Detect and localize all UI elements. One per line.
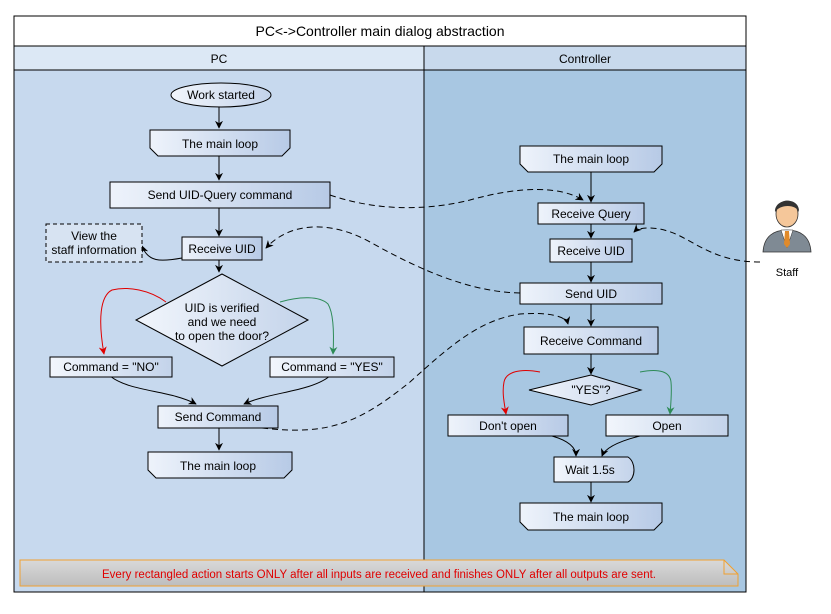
open-box (605, 414, 729, 437)
ctrl-decision-diamond (528, 374, 643, 406)
ctrl-receive-uid-box (549, 238, 633, 263)
start-node-label: Work started (187, 88, 255, 102)
pc-main-loop-top-label: The main loop (182, 137, 258, 151)
command-no-label: Command = "NO" (63, 360, 159, 374)
pc-main-loop-bottom (147, 451, 293, 479)
pc-lane-header (13, 45, 425, 71)
send-command-label: Send Command (175, 410, 262, 424)
ctrl-main-loop-top (519, 145, 663, 173)
command-yes-box (269, 356, 395, 378)
staff-person-icon (762, 200, 812, 253)
diagram-title: PC<->Controller main dialog abstraction (255, 23, 504, 39)
pc-decision-line2: and we need (188, 315, 257, 329)
receive-query-label: Receive Query (551, 207, 630, 221)
ctrl-main-loop-bottom-label: The main loop (553, 510, 629, 524)
dont-open-box (447, 414, 569, 437)
controller-lane-label: Controller (559, 52, 611, 66)
send-uid-box (519, 282, 663, 305)
pc-receive-uid-box (181, 236, 263, 261)
command-yes-label: Command = "YES" (281, 360, 383, 374)
pc-lane-label: PC (211, 52, 228, 66)
view-staff-box (45, 223, 143, 263)
pc-decision-line3: to open the door? (175, 329, 269, 343)
receive-command-box (523, 326, 659, 355)
wait-delay-label: Wait 1.5s (565, 463, 615, 477)
pc-decision-line1: UID is verified (185, 301, 260, 315)
staff-card-message (633, 224, 761, 263)
send-uid-query-label: Send UID-Query command (148, 188, 293, 202)
wait-delay-box (553, 456, 635, 483)
staff-label: Staff (776, 267, 799, 279)
pc-main-loop-top (149, 129, 291, 157)
ctrl-decision-label: "YES"? (571, 383, 611, 397)
view-staff-line1: View the (71, 229, 117, 243)
title-bar (13, 15, 747, 47)
command-message (261, 313, 571, 431)
uid-response-message (265, 226, 521, 294)
send-command-box (157, 405, 279, 429)
command-no-box (49, 356, 173, 378)
ctrl-main-loop-bottom (519, 502, 663, 531)
ctrl-receive-uid-label: Receive UID (557, 244, 625, 258)
receive-command-label: Receive Command (540, 334, 642, 348)
send-uid-label: Send UID (565, 287, 617, 301)
view-staff-line2: staff information (51, 243, 136, 257)
uid-query-message (329, 189, 584, 209)
receive-query-box (537, 202, 645, 225)
dont-open-label: Don't open (479, 419, 537, 433)
start-node (170, 82, 272, 108)
controller-lane-header (423, 45, 747, 71)
pc-main-loop-bottom-label: The main loop (180, 459, 256, 473)
send-uid-query-box (109, 181, 331, 209)
open-label: Open (652, 419, 681, 433)
note-box (19, 559, 739, 587)
ctrl-main-loop-top-label: The main loop (553, 152, 629, 166)
pc-receive-uid-label: Receive UID (188, 242, 256, 256)
note-text: Every rectangled action starts ONLY afte… (102, 569, 656, 581)
pc-decision-diamond (134, 273, 310, 367)
